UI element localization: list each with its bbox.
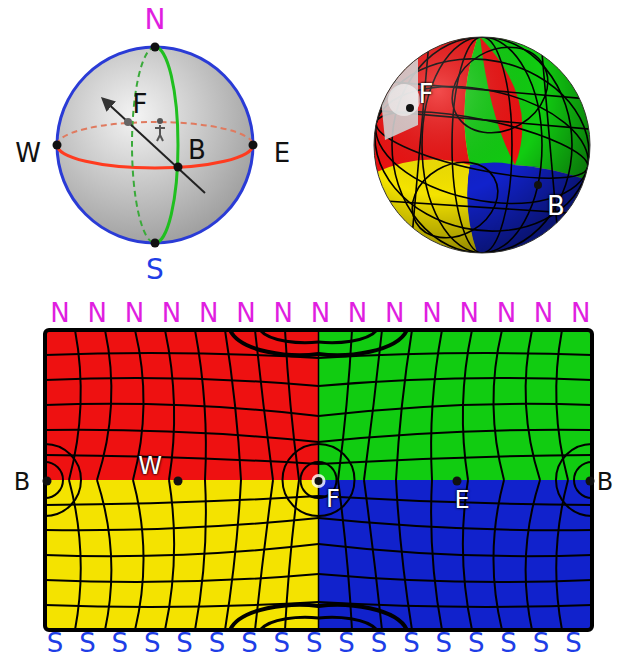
circle-shape — [586, 477, 595, 486]
point-label: N — [145, 6, 166, 34]
north-pole-label: N — [571, 300, 590, 326]
point-label: F — [419, 81, 434, 107]
south-pole-label: S — [500, 630, 517, 656]
line-shape — [155, 127, 165, 129]
point-label: F — [133, 91, 148, 117]
north-pole-label: N — [348, 300, 367, 326]
circle-shape — [157, 118, 163, 124]
circle-shape — [174, 163, 183, 172]
north-pole-label: N — [422, 300, 441, 326]
circle-shape — [53, 141, 62, 150]
north-pole-label: N — [50, 300, 69, 326]
north-pole-label: N — [236, 300, 255, 326]
circle-shape — [534, 181, 542, 189]
point-label: B — [547, 193, 565, 219]
south-pole-label: S — [79, 630, 96, 656]
point-label: S — [146, 256, 164, 284]
point-label: B — [188, 137, 206, 163]
path-shape — [57, 145, 253, 168]
point-label: E — [274, 140, 290, 166]
circle-shape — [312, 474, 326, 488]
colored-sphere — [359, 30, 606, 260]
path-shape — [57, 122, 253, 145]
use-shape — [45, 480, 319, 630]
rect-shape — [370, 30, 600, 260]
point-label: F — [326, 487, 340, 511]
south-pole-label: S — [144, 630, 161, 656]
south-pole-label: S — [403, 630, 420, 656]
equirectangular-map — [43, 330, 595, 630]
south-pole-label: S — [112, 630, 129, 656]
south-pole-label: S — [274, 630, 291, 656]
circle-shape — [406, 104, 414, 112]
north-pole-label: N — [534, 300, 553, 326]
point-label: B — [597, 470, 613, 494]
circle-shape — [57, 47, 253, 243]
north-pole-label: N — [125, 300, 144, 326]
south-pole-label: S — [176, 630, 193, 656]
south-pole-label: S — [468, 630, 485, 656]
circle-shape — [249, 141, 258, 150]
north-pole-label: N — [385, 300, 404, 326]
south-pole-label: S — [565, 630, 582, 656]
circle-shape — [453, 477, 462, 486]
rect-shape — [45, 480, 319, 630]
south-pole-label: S — [209, 630, 226, 656]
south-pole-label: S — [371, 630, 388, 656]
point-label: W — [138, 454, 162, 478]
rect-shape — [319, 480, 593, 630]
north-pole-label: N — [199, 300, 218, 326]
north-pole-label: N — [497, 300, 516, 326]
rect-shape — [45, 330, 319, 480]
south-pole-label: S — [338, 630, 355, 656]
north-pole-label: N — [273, 300, 292, 326]
circle-shape — [124, 118, 132, 126]
south-pole-label: S — [533, 630, 550, 656]
south-pole-label: S — [47, 630, 64, 656]
point-label: W — [15, 140, 41, 166]
g-shape — [359, 30, 606, 260]
point-label: B — [14, 470, 30, 494]
south-pole-label: S — [436, 630, 453, 656]
north-pole-label: N — [162, 300, 181, 326]
use-shape — [319, 330, 593, 480]
g-shape — [359, 30, 606, 260]
north-pole-label: N — [87, 300, 106, 326]
south-pole-label: S — [241, 630, 258, 656]
circle-shape — [151, 43, 160, 52]
rect-shape — [45, 330, 592, 630]
use-shape — [45, 330, 319, 480]
circle-shape — [151, 239, 160, 248]
use-shape — [319, 480, 593, 630]
circle-shape — [374, 37, 590, 253]
circle-shape — [174, 477, 183, 486]
line-shape — [160, 135, 163, 141]
north-pole-label: N — [459, 300, 478, 326]
line-shape — [159, 125, 161, 135]
point-label: E — [454, 488, 469, 512]
rect-shape — [319, 330, 593, 480]
north-pole-label: N — [311, 300, 330, 326]
south-pole-label: S — [306, 630, 323, 656]
line-shape — [103, 99, 205, 193]
circle-shape — [315, 477, 323, 485]
circle-shape — [43, 477, 52, 486]
circle-shape — [374, 37, 590, 253]
gray-sphere — [53, 43, 258, 248]
path-shape — [155, 47, 178, 243]
person-icon — [155, 118, 165, 141]
